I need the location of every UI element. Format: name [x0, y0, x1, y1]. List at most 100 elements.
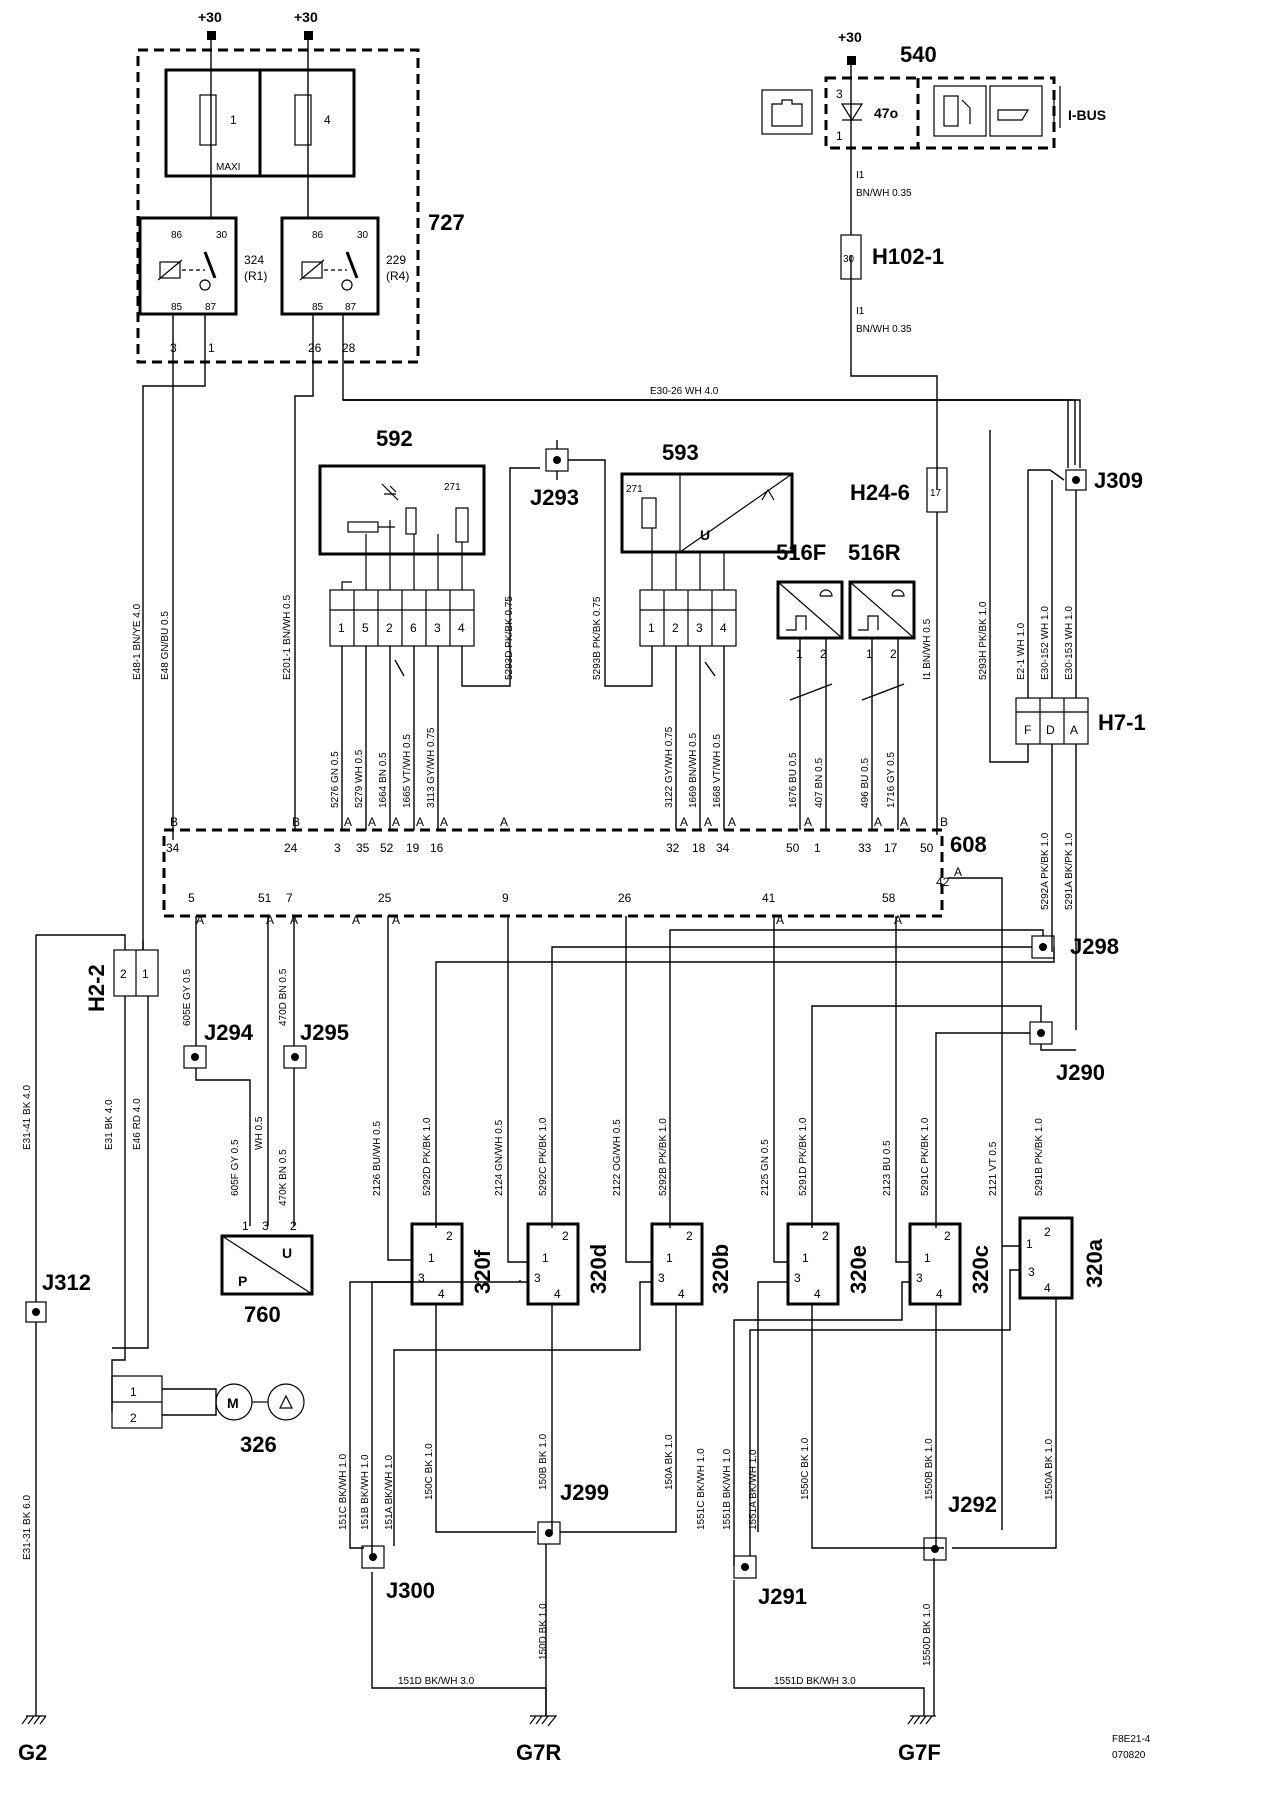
wire-label: 605F GY 0.5: [230, 1139, 241, 1196]
coil-pin: 4: [438, 1287, 445, 1301]
c608-top-letter: A: [344, 815, 352, 829]
c593-inner-271: 271: [626, 484, 643, 495]
c593-pin-1: 1: [648, 621, 655, 635]
c326-pin-1: 1: [130, 1385, 137, 1399]
c608-top-letter: A: [440, 815, 448, 829]
r1-pin-87: 87: [205, 302, 217, 313]
component-326-label: 326: [240, 1432, 277, 1457]
wire-label: E2-1 WH 1.0: [1016, 622, 1027, 680]
wire-label: 5293H PK/BK 1.0: [978, 601, 989, 680]
wire-label: 2124 GN/WH 0.5: [494, 1119, 505, 1196]
coil-320c: 1 2 3 4 320c: [908, 1222, 993, 1306]
r1-pin-86: 86: [171, 230, 183, 241]
c608-top-pin: 16: [430, 841, 444, 855]
component-608-label: 608: [950, 832, 987, 857]
wire-label: 5291D PK/BK 1.0: [798, 1117, 809, 1196]
wire-label: 1676 BU 0.5: [788, 752, 799, 808]
wire-label: 5292D PK/BK 1.0: [422, 1117, 433, 1196]
ground-g2-label: G2: [18, 1740, 47, 1765]
component-516r: 1 2: [848, 580, 916, 661]
component-592-label: 592: [376, 426, 413, 451]
coil-320f: 1 2 3 4 320f: [410, 1222, 495, 1306]
coil-pin: 4: [678, 1287, 685, 1301]
component-608: 608 42 A 34 24 3 35 52 19 16 32 18 34 50…: [162, 815, 987, 927]
coil-320d: 1 2 3 4 320d: [526, 1222, 611, 1306]
wire-label: 470K BN 0.5: [278, 1149, 289, 1206]
wire-label: 3113 GY/WH 0.75: [426, 727, 437, 808]
coil-pin: 3: [534, 1271, 541, 1285]
h24-6-label: H24-6: [850, 480, 910, 505]
wire-label: E30-152 WH 1.0: [1040, 606, 1051, 680]
c592-pin-6: 6: [410, 621, 417, 635]
coil-320b-label: 320b: [708, 1244, 733, 1294]
wire-label: 1665 VT/WH 0.5: [402, 734, 413, 808]
wire-label: E31-31 BK 6.0: [22, 1495, 33, 1560]
wire-label: 5293D PK/BK 0.75: [504, 596, 515, 680]
ground-symbols: [21, 1715, 936, 1727]
wire-label: 150B BK 1.0: [538, 1433, 549, 1490]
j291-label: J291: [758, 1584, 807, 1609]
coil-320f-label: 320f: [470, 1249, 495, 1294]
junction-j291: [733, 1555, 757, 1579]
wire-label: E201-1 BN/WH 0.5: [282, 595, 293, 680]
c608-bottom-letter: A: [776, 913, 784, 927]
c608-top-letter: A: [728, 815, 736, 829]
c540-pin-1: 1: [836, 129, 843, 143]
wire-label: 1716 GY 0.5: [886, 752, 897, 808]
c608-bottom-pin: 25: [378, 891, 392, 905]
r4-pin-87: 87: [345, 302, 357, 313]
c592-pin-2: 2: [386, 621, 393, 635]
c608-top-pin: 1: [814, 841, 821, 855]
coil-320a: 1 2 3 4 320a: [1018, 1216, 1107, 1300]
c760-u: U: [282, 1245, 292, 1261]
relay-324-label: 324: [244, 253, 264, 267]
component-593: 271 U 1 2 3 4: [620, 472, 794, 647]
c608-top-letter: A: [392, 815, 400, 829]
h24-pin-17: 17: [930, 488, 942, 499]
wire-label: 5293B PK/BK 0.75: [592, 596, 603, 680]
wire-label: 1664 BN 0.5: [378, 752, 389, 808]
c608-top-pin: 34: [166, 841, 180, 855]
wire-label: 5276 GN 0.5: [330, 751, 341, 808]
c760-pin-1: 1: [242, 1219, 249, 1233]
c608-top-letter: B: [170, 815, 178, 829]
c608-top-pin: 50: [786, 841, 800, 855]
c608-top-letter: B: [940, 815, 948, 829]
j309-label: J309: [1094, 468, 1143, 493]
plus30-label-3: +30: [838, 29, 862, 45]
coil-pin: 3: [794, 1271, 801, 1285]
component-593-label: 593: [662, 440, 699, 465]
component-760: P U 1 3 2: [220, 1219, 314, 1296]
coil-pin: 3: [418, 1271, 425, 1285]
c608-bottom-letter: A: [196, 913, 204, 927]
wire-label: 1669 BN/WH 0.5: [688, 733, 699, 808]
c608-top-letter: A: [500, 815, 508, 829]
component-540: 3 1 47o I-BUS: [761, 76, 1106, 150]
wire-label: 150A BK 1.0: [664, 1434, 675, 1490]
j300-label: J300: [386, 1578, 435, 1603]
c608-top-pin: 34: [716, 841, 730, 855]
wire-label: 1551A BK/WH 1.0: [748, 1449, 759, 1530]
wire-label: 151B BK/WH 1.0: [360, 1454, 371, 1530]
c608-top-pin: 17: [884, 841, 898, 855]
c608-side-pin: 42: [936, 875, 950, 889]
wire-label: 1668 VT/WH 0.5: [712, 734, 723, 808]
c608-top-pin: 24: [284, 841, 298, 855]
ground-g7r-label: G7R: [516, 1740, 561, 1765]
junction-j295: [283, 1045, 307, 1069]
wire-label: 2126 BU/WH 0.5: [372, 1121, 383, 1196]
junction-j292: [923, 1537, 947, 1561]
j292-label: J292: [948, 1492, 997, 1517]
c608-bottom-letter: A: [266, 913, 274, 927]
pin-1-label: 1: [208, 341, 215, 355]
h7-pin-f: F: [1024, 723, 1031, 737]
plus30-label-2: +30: [294, 9, 318, 25]
c608-bottom-pin: 51: [258, 891, 272, 905]
wire-labels-left: E31-41 BK 4.0 E31 BK 4.0 E46 RD 4.0 E31-…: [22, 968, 289, 1560]
fuse-4-label: 4: [324, 113, 331, 127]
j298-label: J298: [1070, 934, 1119, 959]
coil-pin: 1: [924, 1251, 931, 1265]
h7-pin-a: A: [1070, 723, 1078, 737]
h2-pin-2: 2: [120, 967, 127, 981]
junction-j299: [537, 1521, 561, 1545]
